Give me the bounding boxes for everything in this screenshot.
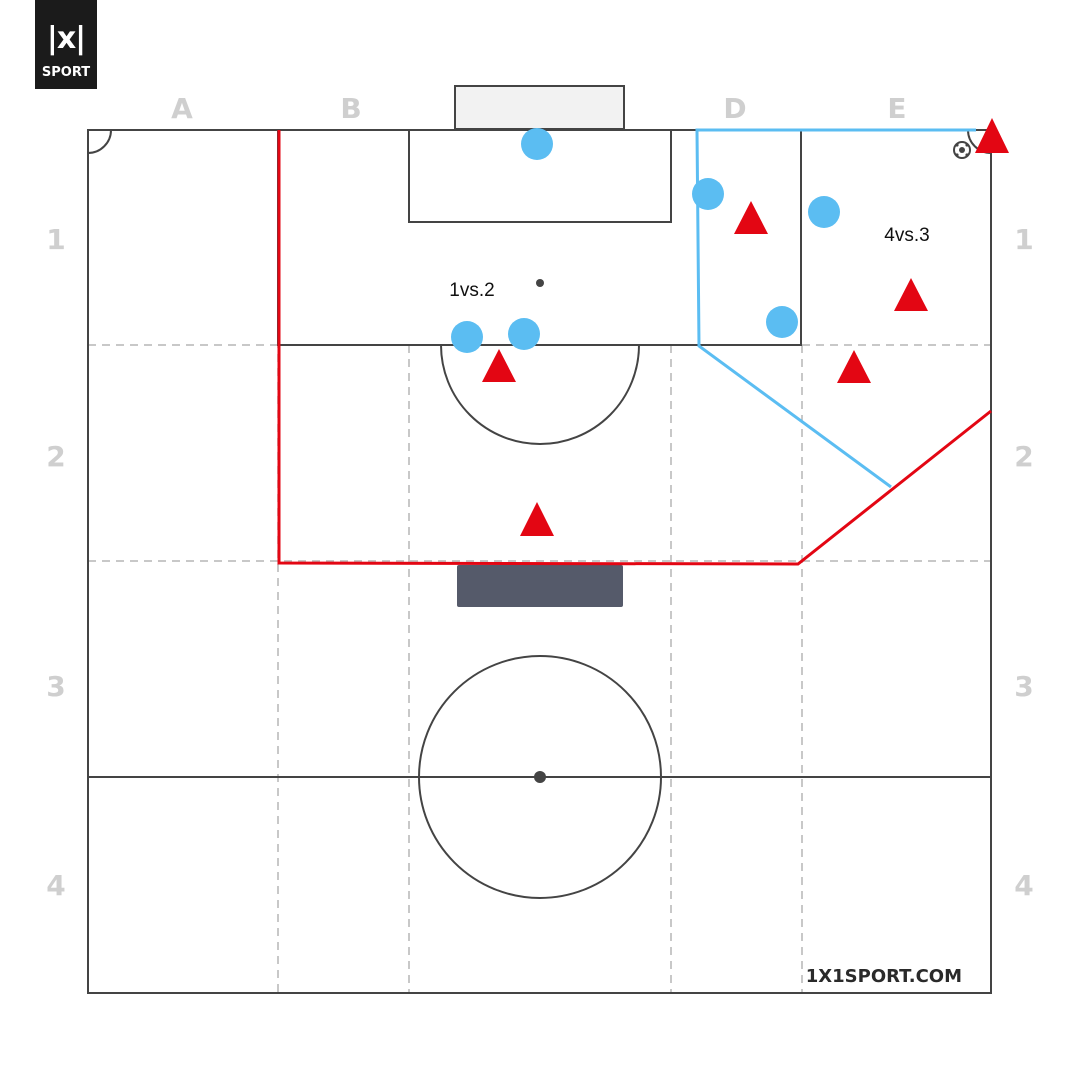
red-player bbox=[894, 278, 928, 311]
red-team bbox=[482, 118, 1009, 536]
red-player bbox=[975, 118, 1009, 153]
zone-label-left: 1vs.2 bbox=[449, 280, 494, 301]
bench bbox=[457, 565, 623, 607]
row-label-1-left: 1 bbox=[46, 223, 65, 256]
row-label-2-left: 2 bbox=[46, 440, 65, 473]
row-label-1-right: 1 bbox=[1014, 223, 1033, 256]
soccer-ball-icon bbox=[953, 141, 971, 159]
column-label-e: E bbox=[887, 92, 906, 125]
blue-team bbox=[451, 128, 840, 353]
column-label-a: A bbox=[171, 92, 193, 125]
blue-player bbox=[451, 321, 483, 353]
red-player bbox=[482, 349, 516, 382]
row-label-4-left: 4 bbox=[46, 869, 65, 902]
blue-player bbox=[508, 318, 540, 350]
column-label-b: B bbox=[340, 92, 361, 125]
blue-player bbox=[808, 196, 840, 228]
row-label-4-right: 4 bbox=[1014, 869, 1033, 902]
watermark: 1X1SPORT.COM bbox=[806, 966, 962, 987]
red-player bbox=[734, 201, 768, 234]
zone-label-right: 4vs.3 bbox=[884, 225, 929, 246]
penalty-box bbox=[277, 129, 802, 346]
penalty-spot bbox=[536, 279, 544, 287]
penalty-arc bbox=[440, 344, 640, 445]
row-label-3-right: 3 bbox=[1014, 670, 1033, 703]
row-label-2-right: 2 bbox=[1014, 440, 1033, 473]
zone-grid bbox=[88, 130, 991, 993]
blue-player bbox=[692, 178, 724, 210]
row-label-3-left: 3 bbox=[46, 670, 65, 703]
red-player bbox=[520, 502, 554, 536]
goal bbox=[454, 85, 625, 130]
center-circle bbox=[418, 655, 662, 899]
column-label-d: D bbox=[723, 92, 746, 125]
corner-arc-left bbox=[87, 129, 112, 154]
center-spot bbox=[534, 771, 546, 783]
blue-player bbox=[521, 128, 553, 160]
brand-logo: |x| SPORT bbox=[35, 0, 97, 89]
red-zone-outline bbox=[277, 130, 992, 566]
blue-zone-outline bbox=[695, 128, 976, 489]
logo-word: SPORT bbox=[41, 65, 91, 80]
red-player bbox=[837, 350, 871, 383]
logo-mark: |x| bbox=[46, 21, 86, 56]
blue-player bbox=[766, 306, 798, 338]
